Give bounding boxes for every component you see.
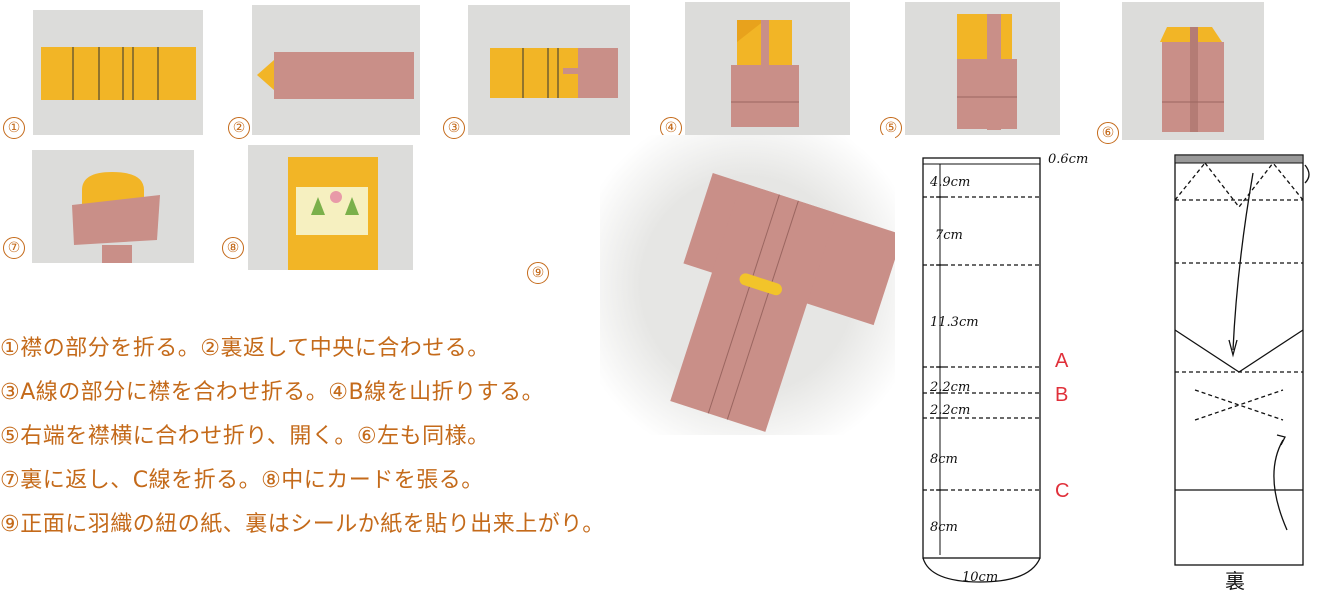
- step-number-7: ⑦: [3, 237, 25, 259]
- line-label-b: B: [1055, 384, 1069, 406]
- back-label: 裏: [1225, 569, 1245, 593]
- measure-8-b: 8cm: [930, 520, 958, 535]
- step-number-2: ②: [228, 117, 250, 139]
- step-1-photo: [33, 10, 203, 135]
- measure-0-6: 0.6cm: [1048, 152, 1089, 167]
- measure-2-2-b: 2.2cm: [930, 403, 971, 418]
- step-2-photo: [252, 5, 420, 135]
- step-number-1: ①: [3, 117, 25, 139]
- line-label-a: A: [1055, 350, 1069, 372]
- front-diagram: [910, 150, 1060, 590]
- instruction-line-2: ③A線の部分に襟を合わせ折る。④B線を山折りする。: [0, 380, 545, 405]
- step-number-9: ⑨: [527, 262, 549, 284]
- step-8-photo: [248, 145, 413, 270]
- step-number-3: ③: [443, 117, 465, 139]
- instruction-line-3: ⑤右端を襟横に合わせ折り、開く。⑥左も同様。: [0, 424, 490, 449]
- measure-10: 10cm: [962, 570, 999, 585]
- instruction-line-5: ⑨正面に羽織の紐の紙、裏はシールか紙を貼り出来上がり。: [0, 512, 605, 537]
- step-number-8: ⑧: [222, 237, 244, 259]
- measure-11-3: 11.3cm: [930, 315, 979, 330]
- step-5-photo: [905, 2, 1060, 135]
- measure-7: 7cm: [935, 228, 963, 243]
- step-9-photo: [600, 135, 895, 435]
- step-7-photo: [32, 150, 194, 263]
- measure-4-9: 4.9cm: [930, 175, 971, 190]
- instruction-line-4: ⑦裏に返し、C線を折る。⑧中にカードを張る。: [0, 468, 484, 493]
- step-4-photo: [685, 2, 850, 135]
- step-6-photo: [1122, 2, 1264, 140]
- measure-2-2-a: 2.2cm: [930, 380, 971, 395]
- back-diagram: [1165, 145, 1320, 575]
- step-3-photo: [468, 5, 630, 135]
- step-number-6: ⑥: [1097, 122, 1119, 144]
- measure-8-a: 8cm: [930, 452, 958, 467]
- line-label-c: C: [1055, 480, 1070, 502]
- instruction-line-1: ①襟の部分を折る。②裏返して中央に合わせる。: [0, 336, 490, 361]
